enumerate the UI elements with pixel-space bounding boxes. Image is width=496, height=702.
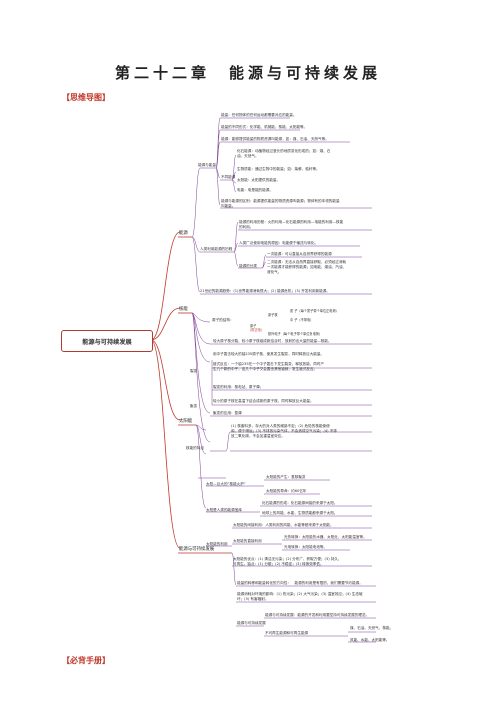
sun-other-origin: 地球上的风能、水能、生物质能都来源于太阳。: [262, 511, 338, 515]
electron-node: 核外电子（每个电子带个单位负电荷）: [268, 332, 323, 336]
nuclear-feature-label: 核能的特点: [186, 446, 204, 450]
sun-photovoltaic: 光电转换：太阳能电池等。: [284, 545, 328, 549]
fission-label: 裂变: [190, 369, 198, 373]
energy-line-4b: 叫能量。: [221, 204, 236, 208]
nucleus-node: 原子核: [268, 313, 278, 317]
classify-secondary-b: 一次能源才能获得的能源；如电能、煤油、汽油、: [267, 265, 347, 269]
root-node[interactable]: 能源与可持续发展: [61, 330, 153, 352]
branch-sustain[interactable]: 能源与可持续发展: [179, 547, 215, 552]
nuclear-line-1: 较大原子核分裂、较小原子核组成新结合时，放射的出大量的能量—核能。: [213, 339, 332, 343]
sun-fossil-origin: 化石能源的形成：化石能源间接的来源于太阳。: [262, 501, 338, 505]
fusion-line-1: 较小的原子核在高温下结合成新的原子核，同时释放巨大能量。: [213, 399, 314, 403]
energy-line-2: 能量的不同形式：化学能、机械能、核能、太阳能等。: [221, 125, 308, 129]
energy-class-label: 不同能源: [221, 175, 236, 179]
fission-line-2b: 生几个新的中子，这几个中子又会轰击其他铀核，发生链式反应。: [213, 367, 318, 371]
sustain-principle: 能源与可持续发展：能源的开发和利用要坚持可持续发展的理念。: [265, 613, 370, 617]
nonrenewable-list: 煤、石油、天然气、核能。: [350, 626, 394, 630]
sun-production: 太阳能的产生：氢核聚变: [266, 475, 306, 479]
fission-line-2: 链式反应：一个铀235在一个中子轰击下发生裂变，释放放能，同时产: [213, 362, 325, 366]
history-line-2: 人类广泛使用电能的原因：电能便于输送与转化。: [239, 241, 319, 245]
page-title: 第二十二章 能源与可持续发展: [114, 64, 381, 82]
branch-energy[interactable]: 能源: [179, 231, 188, 236]
fusion-label: 聚变: [190, 404, 198, 408]
sun-node-treasury: 太阳是人类的能源宝库: [206, 508, 242, 512]
energy-classify-label: 能源的分类: [239, 264, 257, 268]
sustain-environment-b: 坏；(5) 有害辐射。: [237, 597, 269, 601]
handbook-section-heading: 【必背手册】: [62, 656, 110, 665]
sun-lifetime: 太阳能的寿命：约60亿年: [266, 489, 307, 493]
sun-node-use: 太阳能的利用: [206, 542, 228, 546]
branch-nuclear[interactable]: 核能: [179, 307, 188, 312]
sun-photothermal: 光热转换：太阳能热水器、太阳灶、太阳能温室等。: [284, 535, 367, 539]
neutron-node: 中 子（不带电）: [290, 318, 314, 322]
sun-direct-use: 太阳能的直接利用: [233, 539, 262, 543]
renewable-list: 风能、水能、太阳能等。: [350, 638, 390, 642]
atom-node: 原子: [250, 324, 257, 328]
atom-note: （带正电）: [248, 328, 264, 332]
classify-primary: 一次能源：可以直接从自然界获得的能源: [267, 252, 332, 256]
history-line-1: 能源的利用历程：火的利用—化石能源的利用—电能的利用—核能: [239, 220, 344, 224]
energy-class-3: 太阳能：太阳提供的能量。: [237, 178, 281, 182]
energy-class-1b: 油、天然气。: [237, 154, 259, 158]
sun-cons: 可再生。缺点：(1) 分散；(2) 不稳定；(3) 转换效率低。: [233, 562, 324, 566]
sun-node-furnace: 太阳—巨大的“核能火炉”: [206, 482, 246, 486]
fusion-line-2: 聚变的应用：氢弹: [213, 411, 242, 415]
energy-line-3: 能源：能够提供能量的物质资源叫能源，如：煤、石油、天然气等。: [221, 137, 329, 141]
energy-class-1: 化石能源：动植物经过漫长的地质变化形成的；如：煤、石: [237, 149, 331, 153]
sustain-node: 能源与可持续发展: [237, 621, 266, 625]
atom-structure-label: 原子的结构：: [212, 318, 234, 322]
sun-pros: 太阳能的优点：(1) 清洁无污染；(2) 分布广、获取方便；(3) 持久、: [233, 557, 342, 561]
proton-node: 质 子（每个质子带个单位正电荷）: [290, 309, 339, 313]
classify-secondary-c: 液化气。: [267, 270, 282, 274]
energy-line-1: 能量：任何物体的任何运动都需要对应的能量。: [221, 113, 297, 117]
nuclear-feature-1: (1) 核废料多，存大的对人类的威胁不定；(2) 危险的核能使使: [231, 424, 330, 428]
sun-indirect-use: 太阳能的间接利用：人类利用的风能、水能等都来源于太阳能。: [233, 523, 334, 527]
mindmap-section-heading: 【思维导图】: [62, 93, 110, 102]
energy-class-4: 电能：电是能的能源。: [237, 188, 273, 192]
classify-secondary: 二次能源：无法从自然界直接获取，必须经过消耗: [267, 260, 347, 264]
fission-line-3: 裂变的利用：核电站、原子弹。: [213, 385, 264, 389]
nuclear-feature-1b: 用，便于储运；(3) 不排放污染气体，不会造成空气污染；(4) 不排: [231, 429, 337, 433]
energy-class-2: 生物质能：通过生物中的能量；如：柴薪、秸秆等。: [237, 167, 320, 171]
history-line-1b: 的利用。: [239, 225, 254, 229]
fission-line-1: 用中子轰击较大的铀235原子核，使其发生裂变，同时释放巨大能量。: [213, 352, 325, 356]
history-trend: 21世纪的能源趋势：(1)世界能源消耗很大；(2) 能源危机；(3) 开发利用新…: [200, 289, 330, 293]
energy-sub-energy-and-power: 能源与能量: [198, 163, 216, 167]
sustain-renewable-node: 不可再生能源和可再生能源: [265, 631, 309, 635]
branch-sun[interactable]: 太阳能: [179, 419, 193, 424]
nuclear-feature-1c: 放二氧化碳，不会加重温室效应。: [231, 434, 285, 438]
sustain-direction: 能量的转移和能量转化的方向性： 能源的利用是有限的，我们需要节约能源。: [237, 581, 363, 585]
energy-sub-history: 人类利用能源的历程: [200, 247, 233, 251]
energy-line-4: 能源与能源的区别：能源提供能量的物质资源叫能源；物体有的本领的能量: [221, 199, 340, 203]
sustain-environment: 能源消耗对环境的影响：(1) 热污染；(2) 大气污染；(3) 温室效应；(4)…: [237, 592, 363, 596]
